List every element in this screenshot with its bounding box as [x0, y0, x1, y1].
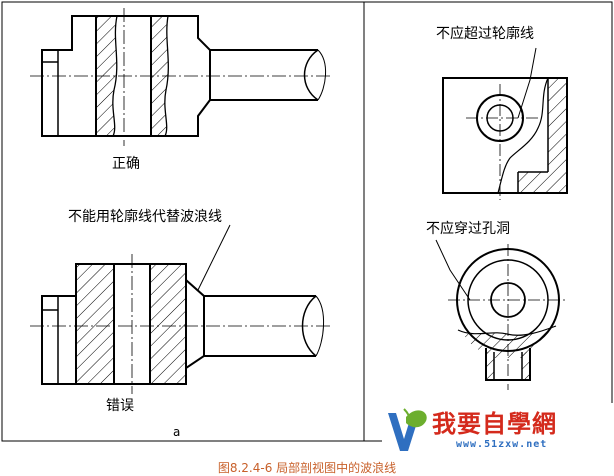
flange-view: [448, 244, 568, 390]
leader-hole: [435, 239, 471, 301]
watermark-logo: 我要自學網 www.51zxw.net: [382, 403, 614, 459]
label-wrong-heading: 不能用轮廓线代替波浪线: [68, 208, 222, 225]
label-not-exceed-outline: 不应超过轮廓线: [436, 25, 534, 42]
watermark-url: www.51zxw.net: [456, 439, 548, 450]
leader-wrong: [197, 224, 231, 291]
block-view: [442, 77, 568, 200]
label-not-through-hole: 不应穿过孔洞: [426, 220, 510, 237]
section-hatch-right: [151, 16, 169, 136]
figure-caption: 图8.2.4-6 局部剖视图中的波浪线: [217, 461, 397, 475]
section-hatch-right-wrong: [150, 264, 186, 384]
label-correct: 正确: [112, 156, 140, 172]
label-sub-a: a: [173, 425, 180, 439]
section-hatch-left-wrong: [76, 264, 114, 384]
label-wrong: 错误: [106, 398, 134, 414]
frame: [1, 1, 613, 442]
watermark-brand: 我要自學網: [432, 410, 557, 438]
leader-outline: [517, 47, 537, 119]
v-leaf-icon: [388, 408, 427, 451]
shaft-correct: [30, 8, 330, 146]
section-hatch-block: [518, 78, 567, 193]
shaft-wrong: [30, 254, 330, 394]
